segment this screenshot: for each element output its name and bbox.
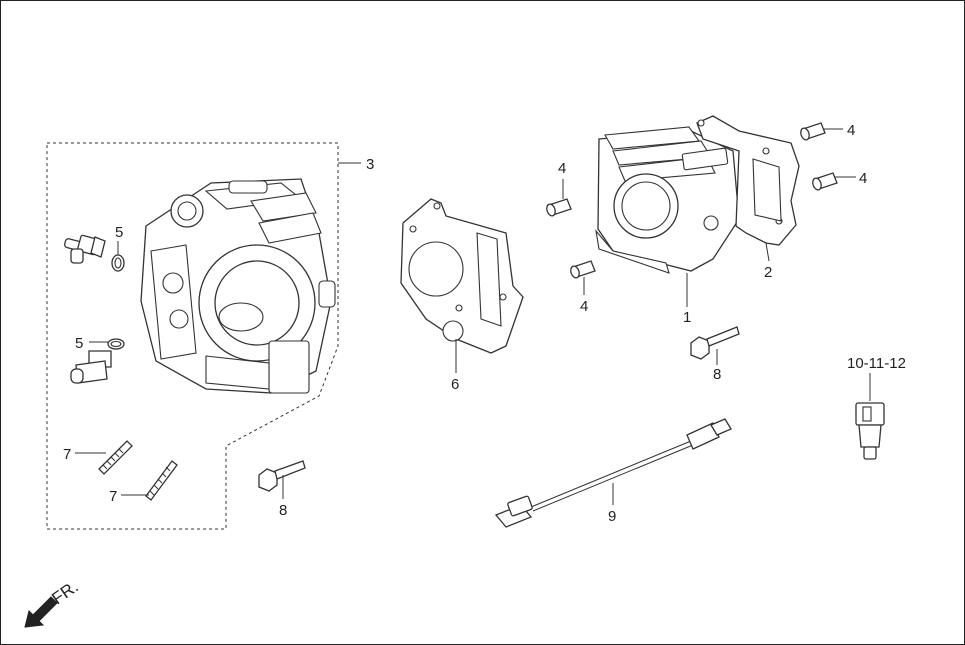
dowel-pin-2 [570, 260, 596, 279]
fitting-lower [70, 350, 112, 384]
temperature-sensor-with-lead [494, 418, 732, 528]
cylinder-head [140, 178, 336, 394]
callout-4-a: 4 [558, 160, 566, 177]
callout-8-left: 8 [279, 502, 287, 519]
callout-6: 6 [451, 376, 459, 393]
temperature-sender-unit [855, 402, 885, 460]
dowel-pin-1 [546, 198, 572, 217]
front-direction-arrow-icon [24, 596, 58, 628]
bolt-left [258, 460, 306, 492]
base-gasket [696, 115, 800, 246]
callout-3: 3 [366, 156, 374, 173]
callout-4-d: 4 [859, 170, 867, 187]
stud-upper [98, 440, 133, 475]
callout-5-upper: 5 [115, 224, 123, 241]
callout-5-lower: 5 [75, 335, 83, 352]
callout-1: 1 [683, 309, 691, 326]
callout-8-right: 8 [713, 366, 721, 383]
callout-2: 2 [764, 264, 772, 281]
stud-lower [145, 460, 178, 501]
dowel-pin-3 [800, 122, 826, 141]
dowel-pin-4 [812, 172, 838, 191]
callout-4-c: 4 [847, 122, 855, 139]
callout-7-upper: 7 [63, 446, 71, 463]
cylinder-block [595, 126, 740, 274]
cylinder-head-assembly-boundary [46, 142, 339, 530]
callout-10-11-12: 10-11-12 [847, 355, 906, 372]
callout-4-b: 4 [580, 298, 588, 315]
fitting-upper [64, 234, 106, 264]
bolt-right [690, 326, 740, 360]
leader-2 [765, 242, 770, 262]
callout-7-lower: 7 [109, 488, 117, 505]
callout-9: 9 [608, 508, 616, 525]
head-gasket [400, 198, 524, 354]
